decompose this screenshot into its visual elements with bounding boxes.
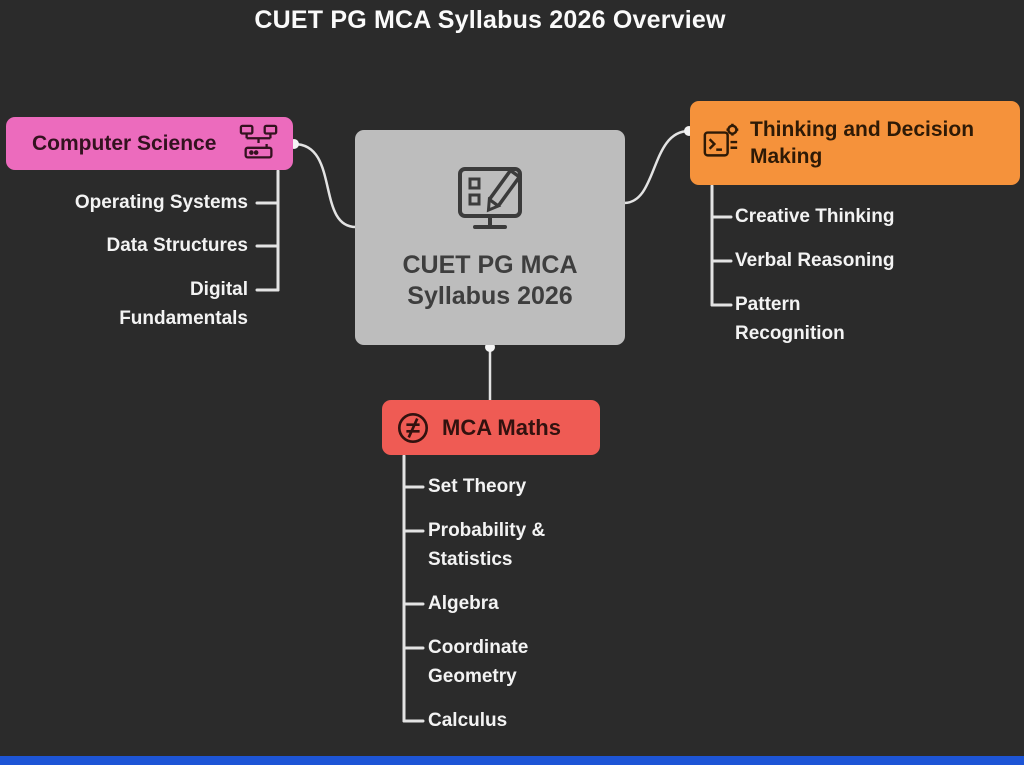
- branch-thinking-decision: Thinking and Decision Making: [690, 101, 1020, 185]
- rail-computer-science: [255, 169, 280, 292]
- rail-thinking: [710, 184, 733, 307]
- not-equal-icon: [396, 411, 430, 445]
- child-digital-fundamentals: Digital Fundamentals: [119, 279, 248, 329]
- bottom-accent-bar: [0, 756, 1024, 765]
- branch-mca-maths-label: MCA Maths: [442, 414, 561, 440]
- branch-computer-science-label: Computer Science: [32, 131, 217, 155]
- page-title: CUET PG MCA Syllabus 2026 Overview: [254, 6, 726, 34]
- child-algebra: Algebra: [428, 593, 499, 614]
- branch-thinking-decision-label: Thinking and Decision Making: [750, 118, 975, 168]
- connector-center-orange: [623, 129, 690, 205]
- child-verbal-reasoning: Verbal Reasoning: [735, 250, 895, 271]
- child-probability-statistics: Probability & Statistics: [428, 520, 546, 570]
- branch-computer-science: Computer Science: [6, 117, 293, 170]
- connector-pink-center: [293, 142, 357, 229]
- computer-network-icon: [237, 124, 281, 164]
- child-operating-systems: Operating Systems: [74, 192, 248, 213]
- child-pattern-recognition: Pattern Recognition: [735, 294, 845, 344]
- child-set-theory: Set Theory: [428, 476, 527, 497]
- syllabus-monitor-pencil-icon: [446, 164, 534, 240]
- child-creative-thinking: Creative Thinking: [735, 206, 895, 227]
- child-coordinate-geometry: Coordinate Geometry: [428, 637, 529, 687]
- rail-maths: [402, 454, 425, 723]
- central-node-label: CUET PG MCA Syllabus 2026: [402, 250, 578, 310]
- terminal-gear-icon: [702, 122, 740, 164]
- child-calculus: Calculus: [428, 710, 508, 731]
- branch-mca-maths: MCA Maths: [382, 400, 600, 455]
- child-data-structures: Data Structures: [106, 235, 249, 256]
- central-node: CUET PG MCA Syllabus 2026: [355, 130, 625, 345]
